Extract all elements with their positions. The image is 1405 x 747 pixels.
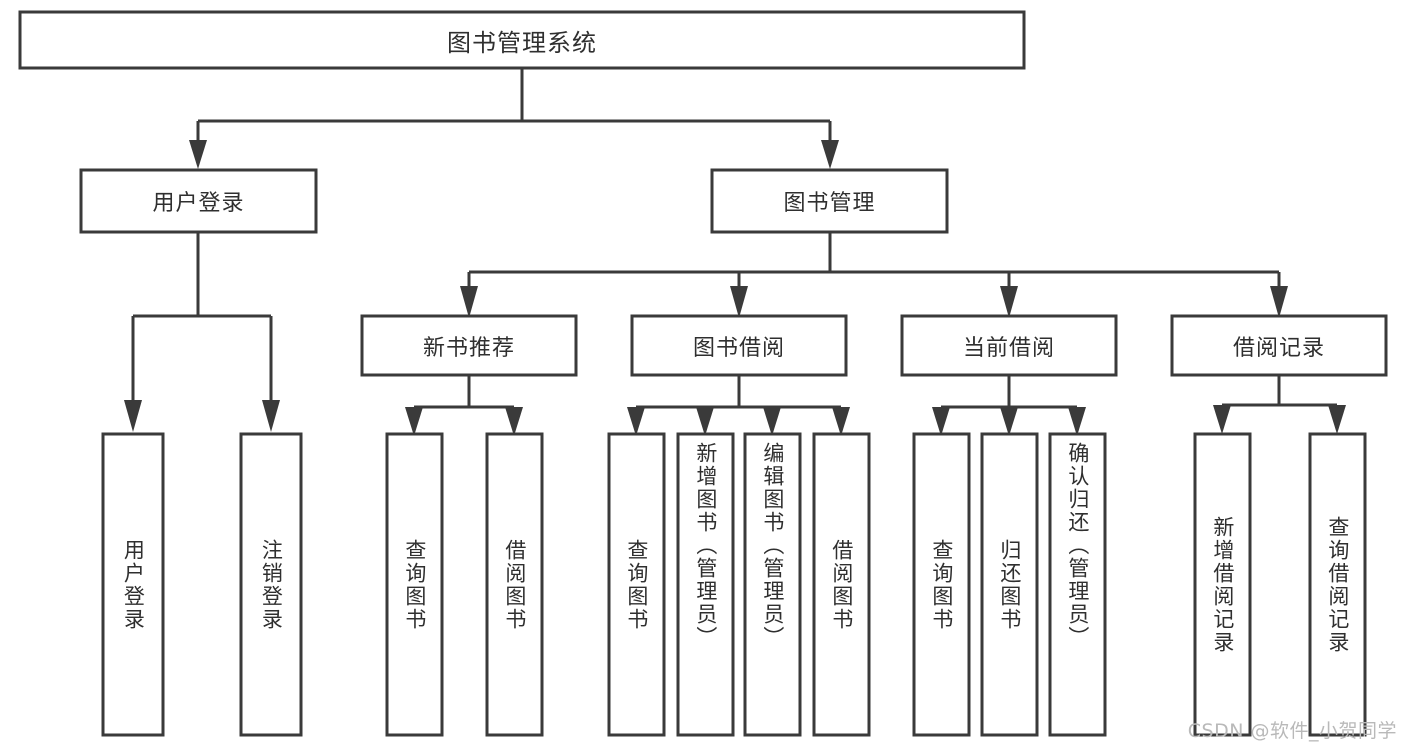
node-leaf-nb-borrow-book[interactable] bbox=[485, 432, 544, 737]
connector-group-new-book bbox=[405, 375, 523, 436]
node-leaf-logout[interactable] bbox=[239, 432, 303, 737]
arrow-head-bb-add-book bbox=[696, 407, 714, 436]
arrow-head-br-add-record bbox=[1213, 405, 1231, 434]
arrow-head-nb-borrow-book bbox=[505, 407, 523, 436]
arrow-head-bb-borrow-book bbox=[832, 407, 850, 436]
arrow-head-cb-confirm-return bbox=[1068, 407, 1086, 436]
node-leaf-user-login[interactable] bbox=[101, 432, 165, 737]
connector-group-book-mgmt bbox=[460, 232, 1288, 318]
node-leaf-bb-edit-book[interactable] bbox=[743, 432, 802, 737]
node-leaf-cb-query-book[interactable] bbox=[912, 432, 971, 737]
connector-group-user-login bbox=[124, 232, 280, 432]
connector-group-current-borrow bbox=[932, 375, 1086, 436]
arrow-head-borrow-record bbox=[1270, 286, 1288, 318]
node-leaf-bb-query-book[interactable] bbox=[607, 432, 666, 737]
node-leaf-nb-query-book[interactable] bbox=[385, 432, 444, 737]
node-borrow-record[interactable] bbox=[1170, 314, 1388, 377]
node-root-system[interactable] bbox=[18, 10, 1026, 70]
arrow-head-br-query-record bbox=[1328, 405, 1346, 434]
arrow-head-cb-return-book bbox=[1000, 407, 1018, 436]
arrow-head-current-borrow bbox=[1000, 286, 1018, 318]
node-new-book-recommend[interactable] bbox=[360, 314, 578, 377]
node-leaf-bb-add-book[interactable] bbox=[676, 432, 735, 737]
arrow-head-bb-query-book bbox=[627, 407, 645, 436]
arrow-head-new-book bbox=[460, 286, 478, 318]
connector-group-borrow-record bbox=[1213, 375, 1346, 434]
node-user-login[interactable] bbox=[79, 168, 318, 234]
arrow-head-bb-edit-book bbox=[763, 407, 781, 436]
connector-group-root bbox=[189, 68, 839, 169]
arrow-head-book-mgmt bbox=[821, 140, 839, 169]
node-leaf-br-query-record[interactable] bbox=[1308, 432, 1367, 737]
node-leaf-bb-borrow-book[interactable] bbox=[812, 432, 871, 737]
arrow-head-leaf-logout bbox=[262, 400, 280, 432]
node-leaf-cb-return-book[interactable] bbox=[980, 432, 1039, 737]
connector-group-book-borrow bbox=[627, 375, 850, 436]
node-book-borrow[interactable] bbox=[630, 314, 848, 377]
node-book-management[interactable] bbox=[710, 168, 949, 234]
arrow-head-book-borrow bbox=[730, 286, 748, 318]
arrow-head-leaf-user-login bbox=[124, 400, 142, 432]
arrow-head-user-login bbox=[189, 140, 207, 169]
arrow-head-cb-query-book bbox=[932, 407, 950, 436]
node-leaf-cb-confirm-return[interactable] bbox=[1048, 432, 1107, 737]
node-leaf-br-add-record[interactable] bbox=[1193, 432, 1252, 737]
node-current-borrow[interactable] bbox=[900, 314, 1118, 377]
arrow-head-nb-query-book bbox=[405, 407, 423, 436]
